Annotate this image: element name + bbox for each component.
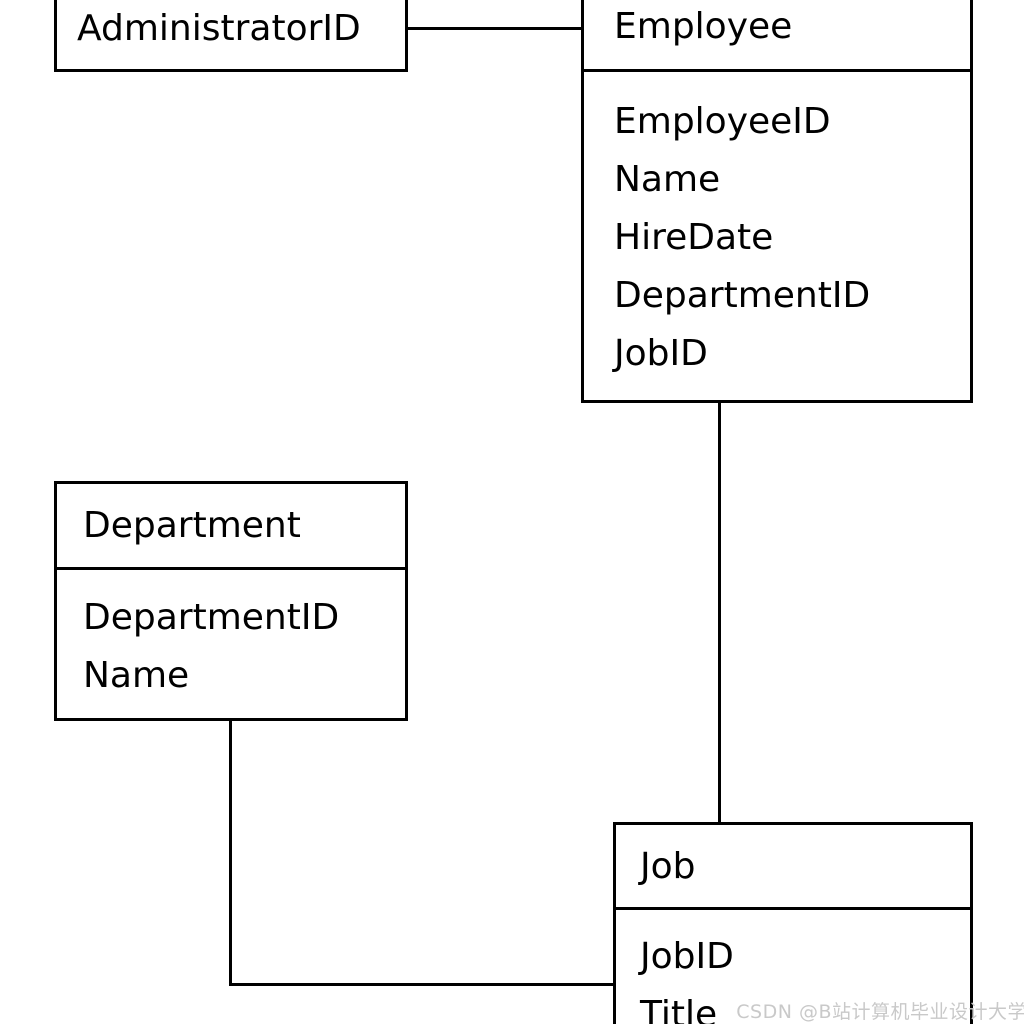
- entity-job: Job JobID Title: [613, 822, 973, 1024]
- connector-department-job-vertical: [229, 719, 232, 986]
- watermark: CSDN @B站计算机毕业设计大学: [736, 1001, 1024, 1023]
- field-employee-jobid: JobID: [614, 332, 708, 374]
- field-department-name: Name: [83, 654, 190, 696]
- entity-employee: Employee EmployeeID Name HireDate Depart…: [581, 0, 973, 403]
- connector-employee-job: [718, 400, 721, 824]
- field-employee-departmentid: DepartmentID: [614, 274, 871, 316]
- entity-employee-title: Employee: [614, 5, 793, 47]
- field-job-title-attr: Title: [640, 993, 718, 1024]
- entity-department: Department DepartmentID Name: [54, 481, 408, 721]
- field-employee-name: Name: [614, 158, 721, 200]
- entity-department-title: Department: [83, 505, 301, 546]
- connector-administrator-employee: [405, 27, 583, 30]
- entity-job-title: Job: [640, 845, 696, 887]
- entity-administrator: AdministratorID: [54, 0, 408, 72]
- field-employee-hiredate: HireDate: [614, 216, 774, 258]
- field-department-departmentid: DepartmentID: [83, 596, 340, 638]
- connector-department-job-horizontal: [229, 983, 616, 986]
- field-administrator-administratorid: AdministratorID: [77, 7, 361, 49]
- field-job-jobid: JobID: [640, 935, 734, 977]
- field-employee-employeeid: EmployeeID: [614, 100, 831, 142]
